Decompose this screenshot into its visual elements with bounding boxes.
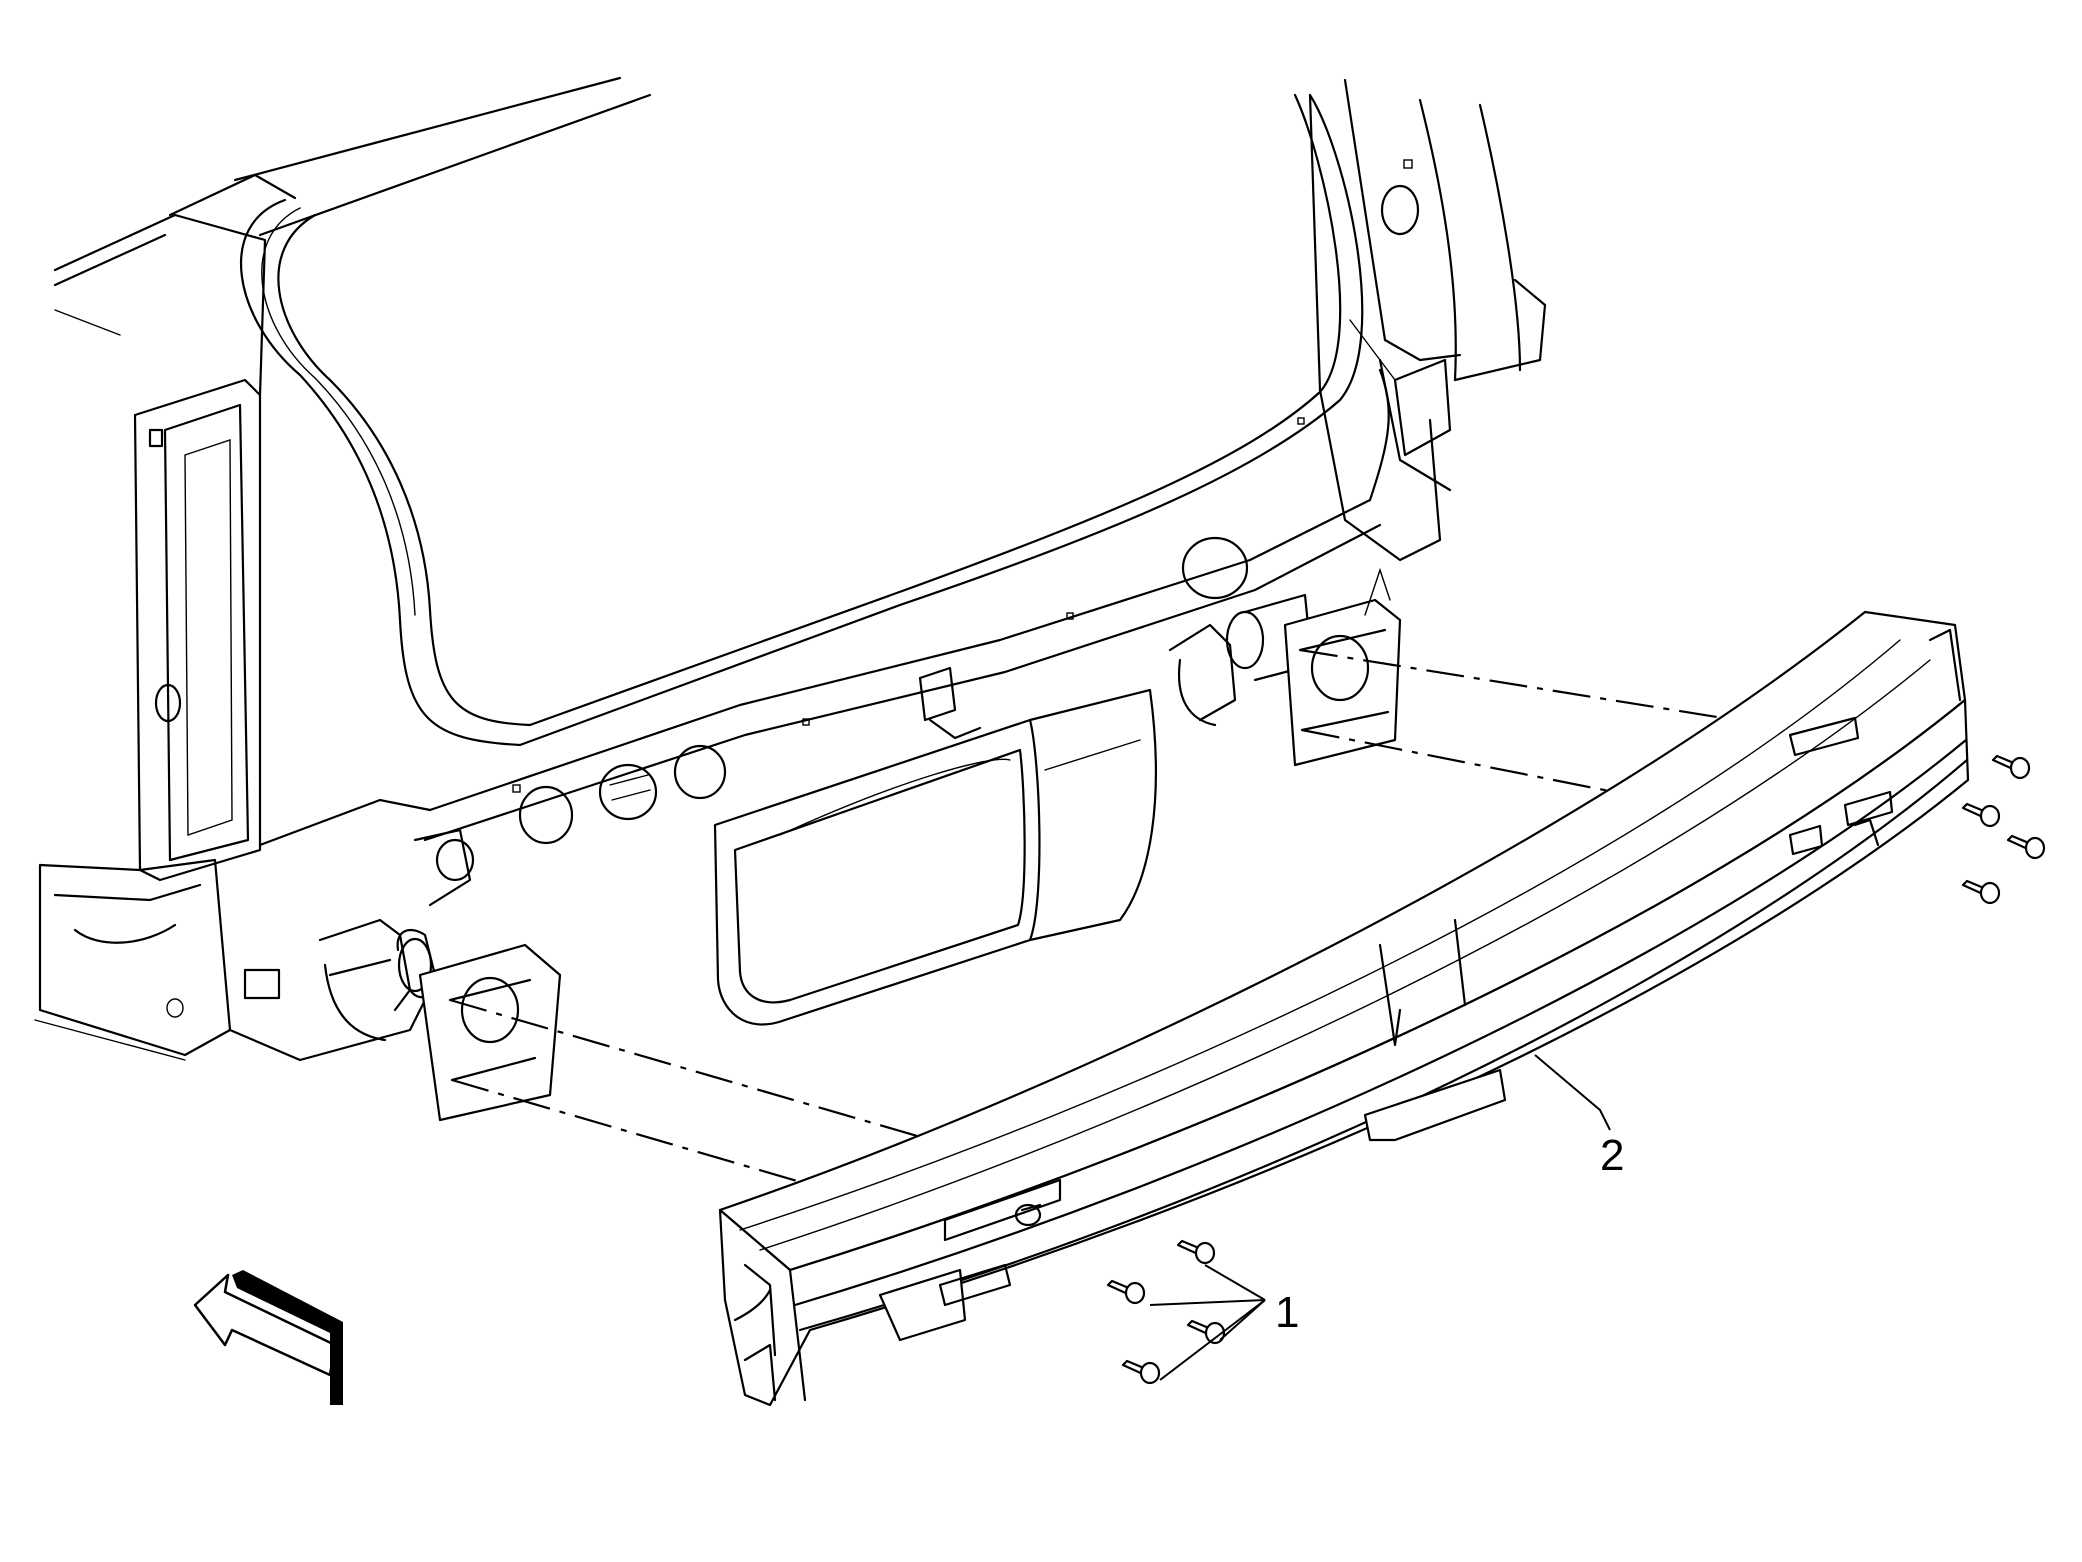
bolt-icon	[1991, 754, 2031, 780]
bolt-icon	[1186, 1319, 1226, 1345]
bolt-icon	[2006, 834, 2046, 860]
bolt-icon	[1176, 1239, 1216, 1265]
bolt-icon	[1961, 879, 2001, 905]
callout-label-2: 2	[1600, 1131, 1624, 1180]
forward-direction-arrow-icon	[193, 1270, 343, 1405]
bolt-icon	[1106, 1279, 1146, 1305]
bumper-bolts	[1106, 754, 2046, 1385]
bolt-icon	[1961, 802, 2001, 828]
callout-leaders	[1149, 1054, 1611, 1381]
vehicle-body-structure	[34, 76, 1547, 1122]
bolt-icon	[1121, 1359, 1161, 1385]
callout-label-1: 1	[1275, 1288, 1299, 1337]
bumper-impact-bar	[718, 610, 1970, 1407]
